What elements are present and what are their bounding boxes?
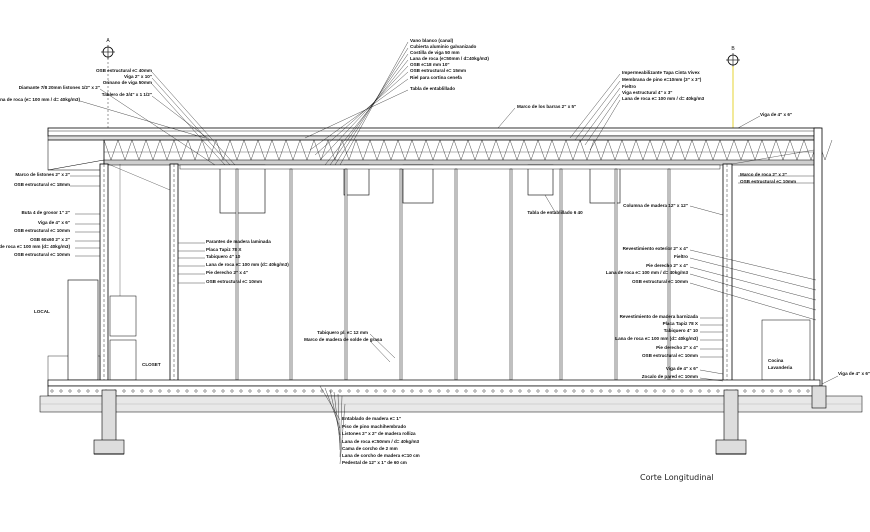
top-right-label: Membrana de pino e=10mm (3" x 3") (622, 77, 702, 82)
right-side-label: OSB estructural e= 10mm (740, 179, 796, 184)
mid-beam-label: Marco de los barras 2" x 5" (517, 104, 576, 109)
inner-left-label: Tabiquero 4" 10 (206, 254, 241, 259)
foundation-right (715, 389, 747, 455)
mullion (559, 168, 563, 381)
floor-structure (39, 379, 863, 413)
inner-left-label: Pie derecho 2" x 4" (206, 270, 248, 275)
axis-label-b: B (731, 46, 735, 52)
axis-marker-left (101, 45, 115, 128)
right-lower-label: OSB estructural e= 10mm (642, 353, 698, 358)
right-column-label: Pie derecho 2" x 4" (646, 263, 688, 268)
floor-label: Piso de pino machihembrado (342, 424, 406, 429)
floor-label: Entablado de madera e= 1" (342, 416, 401, 421)
mullion (289, 168, 293, 381)
leader-lines (70, 41, 839, 465)
top-left-label: OSB estructural e= 40mm (96, 68, 152, 73)
right-beam-label: Viga de 4" x 6" (760, 112, 792, 117)
right-bottom-label: Viga de 4" x 6" (666, 366, 698, 371)
top-right-label: Fieltro (622, 84, 636, 89)
floor-label: Listones 2" x 2" de madera rolliza (342, 431, 416, 436)
top-center-label: Cubierta aluminio galvanizado (410, 44, 477, 49)
window-label: Tabla de entablillado 6 40 (527, 210, 583, 215)
top-left-label: Diamante 7/8 20mm listones 1/2" x 2" (19, 85, 100, 90)
inner-left-label: Parantes de madera laminada (206, 239, 271, 244)
right-lower-label: Pie derecho 2" x 4" (656, 345, 698, 350)
left-side-label: Buta 4 de grosor 1" 2" (21, 210, 70, 215)
inner-left-label: OSB estructural e= 10mm (206, 279, 262, 284)
floor-label: Lana de corcho de madera e=10 cm (342, 453, 420, 458)
right-lower-label: Placa Tapiz 78 X (663, 321, 699, 326)
foundation-left (93, 389, 125, 455)
top-right-label: Viga estructural 4" x 3" (622, 90, 673, 95)
foundation-far-right (811, 385, 827, 409)
top-left-label: Orinano de viga 50mm (103, 80, 152, 85)
right-lower-label: Revestimiento de madera barnizada (620, 314, 699, 319)
top-center-label: Vano blanco (canal) (410, 38, 454, 43)
drawing-title: Corte Longitudinal (640, 473, 714, 482)
local-label: LOCAL (34, 309, 50, 314)
top-left-label: Viga 2" x 10" (124, 74, 152, 79)
laundry-label: Lavanderia (768, 365, 793, 370)
right-lower-label: Tabiquero 4" 10 (664, 328, 699, 333)
right-inner-label: Columna de madera 12" x 12" (623, 203, 688, 208)
top-center-label: OSB estructural e= 15mm (410, 68, 466, 73)
top-right-label: Lana de roca e= 100 mm / d= 40kg/m3 (622, 96, 705, 101)
glazing-panels (235, 168, 671, 381)
left-side-label: OSB 60x60 2" x 2" (30, 237, 70, 242)
top-center-label: Lana de roca (e=50mm / d=40kg/m3) (410, 56, 489, 61)
top-left-label: Lana de roca (e= 100 mm / d= 40kg/m3) (0, 97, 80, 102)
center-label: Marco de madera de solde de grasa (304, 337, 382, 342)
right-column-label: Revestimiento exterior 2" x 4" (623, 246, 688, 251)
center-label: Tabiquero pl. e= 12 mm (317, 330, 368, 335)
floor-label: Pedestal de 12" x 1" de 60 cm (342, 460, 407, 465)
right-lower-label: Lana de roca e= 100 mm (d= 40kg/m3) (615, 336, 698, 341)
floor-label: Lana de roca e=50mm / d= 40kg/m3 (342, 439, 420, 444)
right-exterior-wall (731, 127, 823, 387)
left-side-label: OSB estructural e= 10mm (14, 228, 70, 233)
top-center-label: Costilla de viga 50 mm (410, 50, 460, 55)
mullion (344, 168, 348, 381)
left-side-label: OSB estructural e= 10mm (14, 252, 70, 257)
mullion (399, 168, 403, 381)
left-side-label: Lana de roca e= 100 mm (d= 40kg/m3) (0, 244, 70, 249)
floor-label: Cama de corcho de 2 mm (342, 446, 398, 451)
inner-left-label: Lana de roca e= 100 mm (d= 40kg/m3) (206, 262, 289, 267)
right-column-label: OSB estructural e= 10mm (632, 279, 688, 284)
closet-label: CLOSET (142, 362, 161, 367)
inner-left-label: Placa Tapiz 78 X (206, 247, 242, 252)
left-side-label: OSB estructural e= 18mm (14, 182, 70, 187)
left-side-label: Viga de 4" x 6" (38, 220, 70, 225)
top-center-label: Riel para cortina cenefa (410, 75, 462, 80)
mullion (509, 168, 513, 381)
axis-marker-right (726, 53, 740, 128)
top-center-label: Tabla de entablillado (410, 86, 455, 91)
left-side-label: Marco de listones 2" x 2" (15, 172, 70, 177)
top-left-label: Tablero de 3/4" x 1 1/2" (102, 92, 152, 97)
top-center-label: OSB e=18 mm 10" (410, 62, 450, 67)
kitchen-label: Cocina (768, 358, 784, 363)
right-partition-wall (722, 163, 733, 387)
roof-structure (47, 127, 833, 171)
right-bottom-label: Zocalo de pared e= 10mm (642, 374, 698, 379)
right-column-label: Lana de roca e= 100 mm / d= 40kg/m3 (606, 270, 689, 275)
right-column-label: Fieltro (674, 254, 688, 259)
top-right-label: Impermeabilizante Tapa Cinta Vivex (622, 70, 700, 75)
axis-label-a: A (106, 38, 110, 44)
right-far-label: Viga de 4" x 6" (838, 371, 870, 376)
mullion (454, 168, 458, 381)
right-side-label: Marco de roca 2" x 2" (740, 172, 787, 177)
